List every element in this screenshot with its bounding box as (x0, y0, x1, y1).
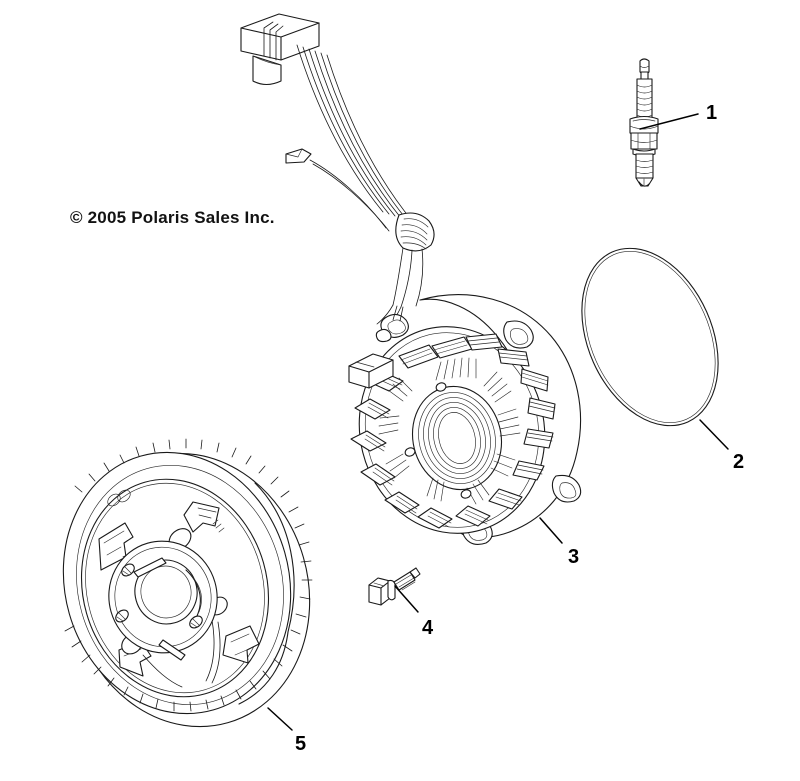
flywheel-icon (62, 438, 313, 728)
leader-line-1 (639, 113, 699, 130)
leader-line-5 (267, 707, 293, 731)
callout-leader-lines (267, 113, 729, 731)
callout-number-5: 5 (295, 733, 307, 755)
stator-wire-harness (240, 13, 435, 328)
leader-line-2 (699, 419, 729, 450)
ring-gear-teeth (64, 438, 313, 712)
stator-icon (348, 294, 582, 545)
copyright-notice: © 2005 Polaris Sales Inc. (70, 208, 275, 227)
callout-number-4: 4 (422, 617, 434, 639)
callout-number-1: 1 (706, 102, 718, 124)
gasket-ring-icon (581, 247, 719, 427)
bolt-icon (368, 567, 421, 606)
callout-number-2: 2 (733, 451, 745, 473)
spark-plug-icon (629, 58, 659, 187)
leader-line-3 (539, 517, 563, 544)
callout-number-3: 3 (568, 546, 580, 568)
leader-line-4 (394, 585, 419, 613)
